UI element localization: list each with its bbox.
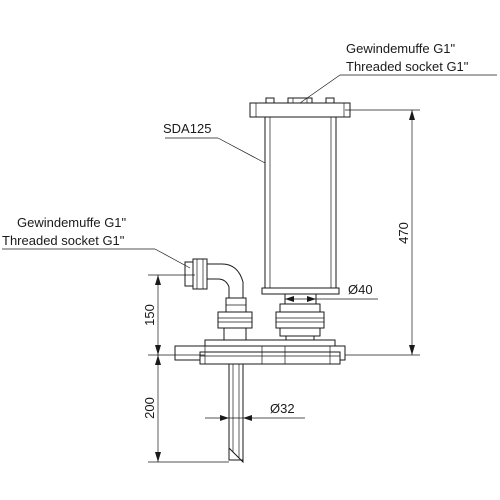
dimension-d32: Ø32 (205, 401, 305, 421)
model-label: SDA125 (163, 121, 211, 136)
model-callout: SDA125 (163, 121, 266, 164)
dimension-150-label: 150 (142, 304, 157, 326)
side-threaded-socket (184, 258, 253, 341)
dimension-d40: Ø40 (285, 282, 378, 302)
dimension-470: 470 (345, 109, 420, 356)
side-socket-label-de: Gewindemuffe G1" (17, 215, 127, 230)
top-threaded-socket (287, 97, 313, 104)
dimension-200-label: 200 (142, 397, 157, 419)
dimension-200: 200 (142, 355, 229, 463)
top-socket-label-de: Gewindemuffe G1" (346, 41, 456, 56)
dimension-150: 150 (142, 274, 205, 356)
dimension-d40-label: Ø40 (348, 282, 373, 297)
cylinder-body (261, 116, 340, 305)
side-socket-callout: Gewindemuffe G1" Threaded socket G1" (2, 215, 191, 269)
top-socket-label-en: Threaded socket G1" (346, 59, 469, 74)
side-socket-label-en: Threaded socket G1" (2, 233, 125, 248)
drum-adapter (174, 339, 346, 365)
dimension-470-label: 470 (396, 222, 411, 244)
top-socket-callout: Gewindemuffe G1" Threaded socket G1" (299, 41, 497, 104)
dip-tube (228, 363, 244, 464)
dimension-d32-label: Ø32 (270, 401, 295, 416)
